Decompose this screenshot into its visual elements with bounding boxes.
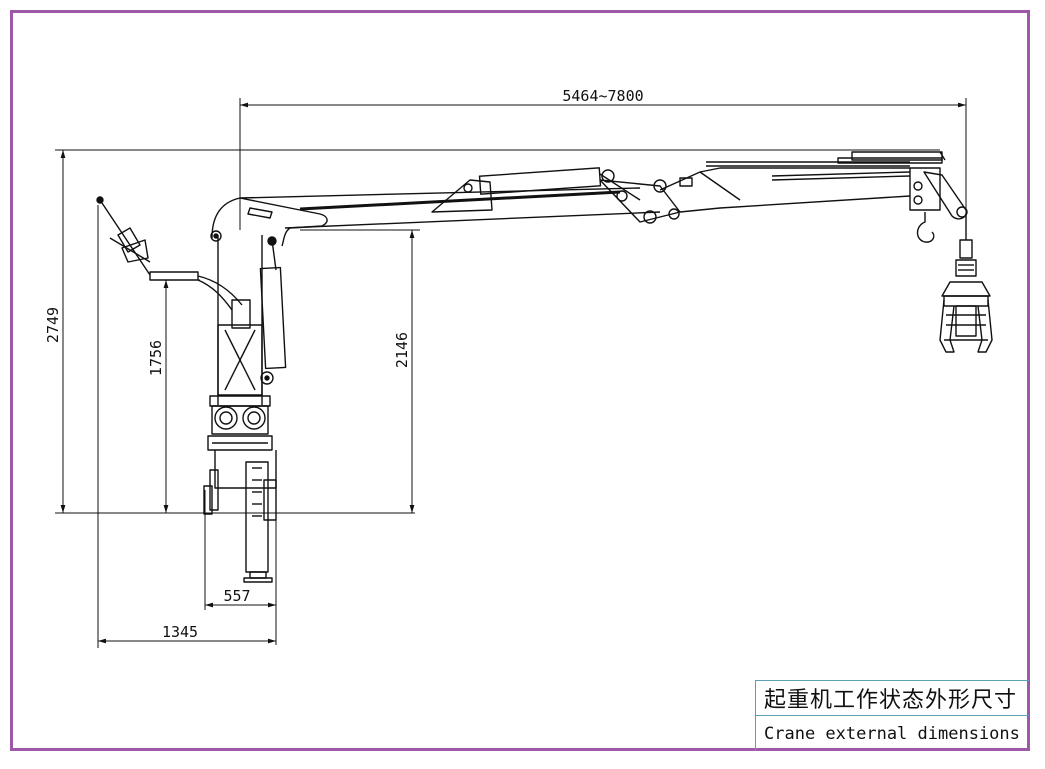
total-height-label: 2749 — [44, 307, 62, 343]
pivot-height-label: 2146 — [393, 332, 411, 368]
main-boom — [210, 187, 661, 247]
crane-structure — [96, 151, 993, 583]
column-height-label: 1756 — [147, 340, 165, 376]
operator-seat — [96, 196, 243, 311]
hook — [916, 212, 935, 243]
crane-column — [203, 235, 277, 583]
lift-cylinder — [259, 236, 287, 385]
grapple — [939, 215, 993, 353]
outer-boom — [659, 151, 968, 220]
title-cn: 起重机工作状态外形尺寸 — [756, 681, 1029, 716]
dimension-lines — [55, 98, 967, 648]
title-block: 起重机工作状态外形尺寸 Crane external dimensions — [755, 680, 1029, 751]
seat-offset-label: 1345 — [162, 623, 198, 641]
reach-label: 5464~7800 — [562, 87, 643, 105]
sheet-border — [10, 10, 1030, 751]
base-offset-label: 557 — [223, 587, 250, 605]
title-en: Crane external dimensions — [764, 723, 1020, 744]
